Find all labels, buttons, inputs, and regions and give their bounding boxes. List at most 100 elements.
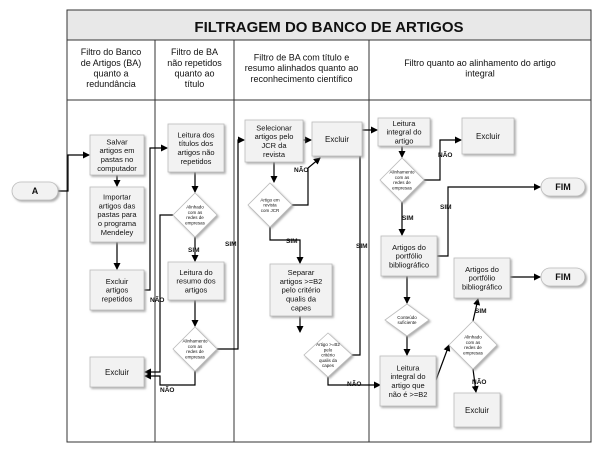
edge-label-nao-titulo: NÃO (150, 295, 164, 304)
edge-dec-integral-nao-to-excluir (424, 136, 462, 181)
excluir-box-2: Excluir (311, 121, 363, 157)
excluir-box-1: Excluir (89, 356, 145, 388)
edge-label-nao-jcr: NÃO (294, 165, 308, 174)
edge-label-sim-titulo: SIM (188, 247, 200, 254)
fim-terminal-2: FIM (540, 267, 586, 287)
diagram-title: FILTRAGEM DO BANCO DE ARTIGOS (194, 19, 463, 36)
excluir-box-4-text: Excluir (465, 406, 489, 415)
edge-dec-titulo-nao-to-excluir (144, 214, 173, 376)
edge-label-sim-jcr: SIM (286, 238, 298, 245)
excluir-box-2-shape (311, 121, 363, 157)
fim-terminal-2-text: FIM (555, 272, 571, 282)
excluir-box-3-shape (461, 117, 515, 155)
excluir-box-2-text: Excluir (325, 135, 349, 144)
edge-label-sim-conteudo: SIM (440, 204, 452, 211)
fim-terminal-1: FIM (540, 177, 586, 197)
edge-dec-jcr-sim-to-separar (269, 227, 304, 264)
decision-integral-shape (379, 157, 425, 203)
excluir-box-1-shape (89, 356, 145, 388)
edge-leitura-nao-b2-to-dec-nao-b2 (435, 344, 451, 381)
selecionar-jcr-box-shape (244, 119, 304, 163)
excluir-box-3-text: Excluir (476, 132, 500, 141)
separar-qualis-box-shape (269, 263, 333, 317)
edge-label-sim-integral: SIM (402, 215, 414, 222)
edge-dec-resumo-sim-to-selecionar (217, 136, 245, 350)
edge-label-sim-qualis: SIM (356, 243, 368, 250)
fim-terminal-1-text: FIM (555, 182, 571, 192)
edge-label-nao-resumo: NÃO (160, 385, 174, 394)
fim-terminal-1-shape (540, 177, 586, 197)
decision-qualis-shape (303, 332, 353, 378)
edge-dec-resumo-nao-to-excluir (144, 371, 196, 386)
edge-dec-nao-b2-nao-to-excluir (471, 368, 479, 393)
salvar-artigos-box-shape (89, 134, 145, 176)
edge-dec-qualis-sim-to-leitura-integral (350, 126, 378, 356)
excluir-repetidos-box-shape (89, 269, 145, 311)
decision-resumo-shape (172, 326, 218, 372)
leitura-integral-box-shape (377, 117, 431, 147)
edge-excluir-repetidos-to-leitura-titulos (144, 144, 168, 291)
edge-label-nao-nao-b2: NÃO (472, 377, 486, 386)
title-bar (66, 9, 592, 41)
start-terminal-a-shape (11, 181, 59, 201)
edge-dec-jcr-nao-to-excluir (292, 157, 321, 206)
start-terminal-a: A (11, 181, 59, 201)
excluir-box-1-text: Excluir (105, 368, 129, 377)
edge-dec-qualis-nao-to-leitura-nao-b2 (327, 377, 381, 389)
fim-terminal-2-shape (540, 267, 586, 287)
edge-dec-nao-b2-sim-to-portfolio-2 (472, 298, 481, 322)
decision-jcr-shape (247, 182, 293, 228)
portfolio-box-1-shape (380, 235, 438, 277)
importar-artigos-box-shape (89, 186, 145, 243)
leitura-resumo-box-shape (167, 261, 225, 301)
edge-start-to-salvar (58, 151, 90, 192)
decision-titulo-shape (172, 192, 218, 238)
leitura-titulos-box-shape (167, 123, 225, 173)
excluir-box-3: Excluir (461, 117, 515, 155)
portfolio-box-2-shape (453, 257, 511, 299)
start-terminal-a-text: A (32, 186, 39, 196)
edge-label-nao-qualis: NÃO (347, 379, 361, 388)
excluir-box-4-shape (453, 392, 501, 428)
edge-label-sim-nao-b2: SIM (475, 308, 487, 315)
